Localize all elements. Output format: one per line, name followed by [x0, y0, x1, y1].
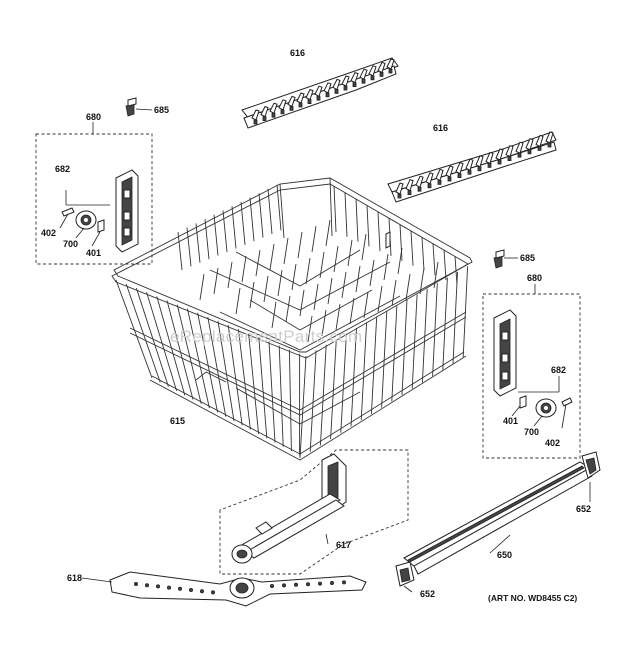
spray-arm-part-618[interactable] [109, 571, 367, 607]
callout-616-upper: 616 [290, 48, 305, 58]
callout-680-right: 680 [527, 273, 542, 283]
callout-685-upper: 685 [154, 105, 169, 115]
tine-row-part-616-lower[interactable] [387, 131, 557, 203]
rail-part-650[interactable] [403, 461, 593, 575]
callout-682-right: 682 [551, 365, 566, 375]
clip-part-401-left[interactable] [97, 219, 105, 233]
rail-adjuster-part-right[interactable] [493, 309, 517, 397]
callout-616-lower: 616 [433, 123, 448, 133]
callout-650: 650 [497, 550, 512, 560]
clip-part-685-lower[interactable] [493, 249, 505, 269]
callout-618: 618 [67, 573, 82, 583]
clip-part-401-right[interactable] [519, 395, 527, 409]
pin-part-402-right[interactable] [561, 397, 573, 429]
callout-401-left: 401 [86, 248, 101, 258]
callout-700-left: 700 [63, 239, 78, 249]
callout-685-lower: 685 [520, 253, 535, 263]
feed-tube-part-617[interactable] [231, 453, 347, 564]
wheel-part-700-left[interactable] [75, 210, 97, 230]
callout-402-left: 402 [41, 228, 56, 238]
callout-700-right: 700 [524, 427, 539, 437]
assembly-box-680-left [35, 133, 153, 265]
callout-401-right: 401 [503, 416, 518, 426]
wheel-part-700-right[interactable] [535, 398, 557, 418]
callout-680-left: 680 [86, 112, 101, 122]
dishrack-part-615[interactable] [111, 177, 473, 461]
rail-stop-part-652-upper[interactable] [581, 451, 601, 479]
watermark: eReplacementParts.com [170, 327, 362, 346]
callout-615: 615 [170, 416, 185, 426]
rail-stop-part-652-lower[interactable] [395, 561, 415, 587]
clip-part-685-upper[interactable] [125, 97, 137, 117]
pin-part-402-left[interactable] [59, 207, 75, 229]
callout-617: 617 [336, 540, 351, 550]
callout-682-left: 682 [55, 164, 70, 174]
tine-row-part-616-upper[interactable] [241, 57, 399, 129]
callout-652-lower: 652 [420, 589, 435, 599]
assembly-box-617 [219, 449, 409, 575]
rail-adjuster-part-left[interactable] [115, 169, 139, 253]
assembly-box-680-right [482, 293, 581, 459]
callout-652-upper: 652 [576, 504, 591, 514]
art-number: (ART NO. WD8455 C2) [488, 593, 577, 603]
callout-402-right: 402 [545, 438, 560, 448]
